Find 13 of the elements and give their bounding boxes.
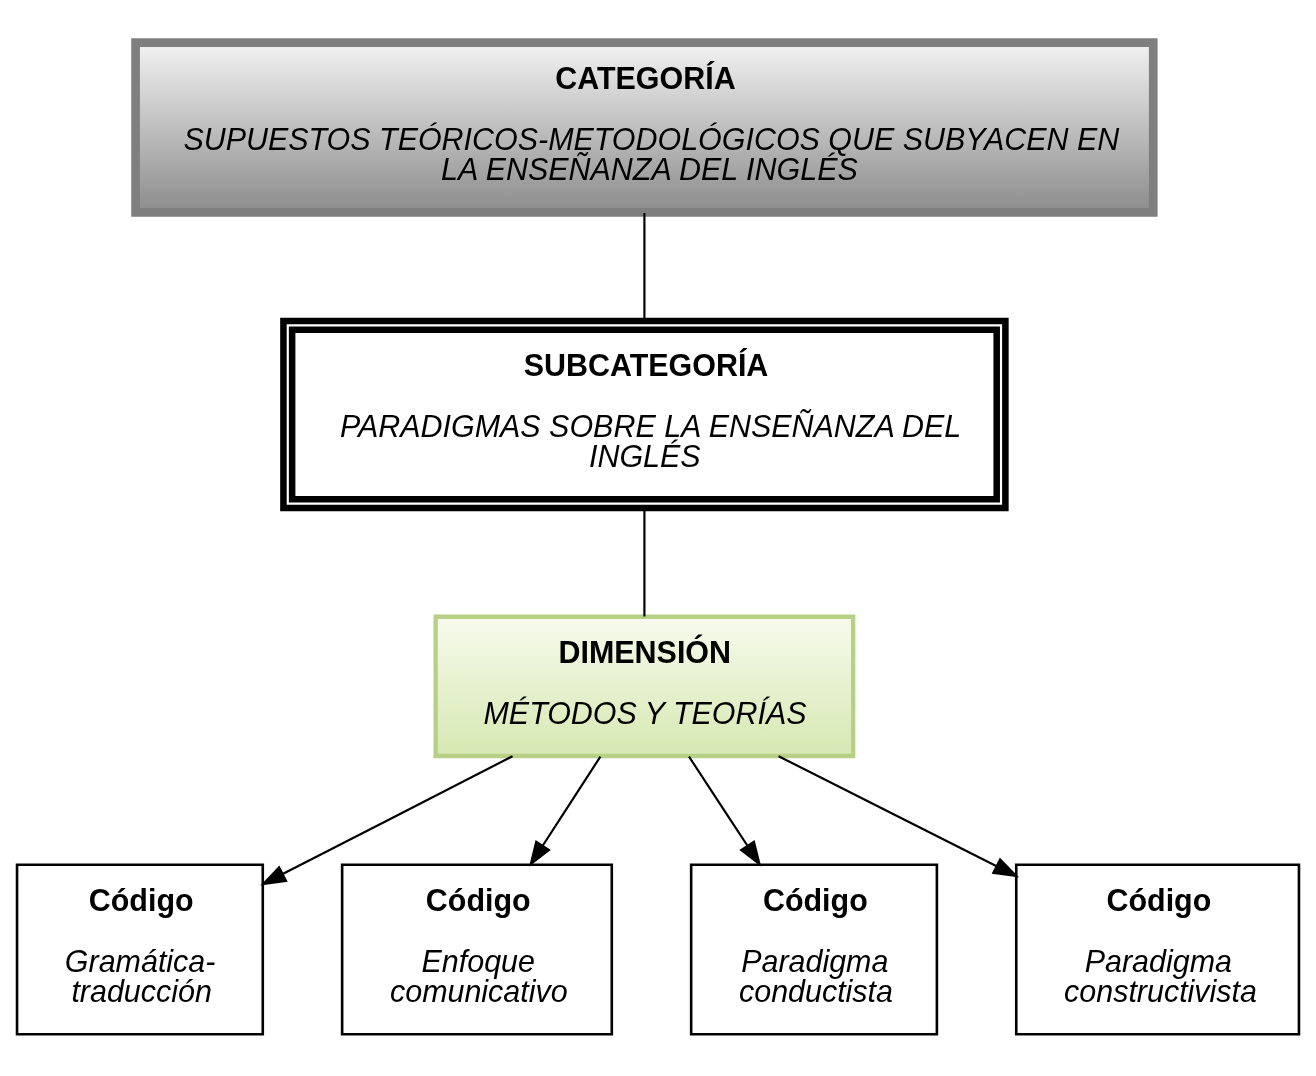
arrow: [260, 754, 513, 886]
node-box: Código Enfoque comunicativo: [340, 862, 614, 1036]
node-box: CATEGORÍA SUPUESTOS TEÓRICOS-METODOLÓGICOS QUE SUBYACEN EN LA ENSEÑANZA DEL INGLÉS: [131, 37, 1158, 217]
arrow: [688, 755, 762, 867]
connector: [643, 508, 646, 616]
arrow: [529, 755, 602, 867]
node-box: Código Paradigma constructivista: [1014, 862, 1301, 1036]
connector: [643, 212, 646, 321]
node-box: DIMENSIÓN MÉTODOS Y TEORÍAS: [433, 614, 856, 758]
node-box: SUBCATEGORÍA PARADIGMAS SOBRE LA ENSEÑANZA DEL INGLÉS: [280, 317, 1009, 511]
node-box: Código Gramática-traducción: [15, 862, 265, 1036]
arrow: [778, 754, 1020, 877]
node-box: Código Paradigma conductista: [689, 862, 939, 1036]
